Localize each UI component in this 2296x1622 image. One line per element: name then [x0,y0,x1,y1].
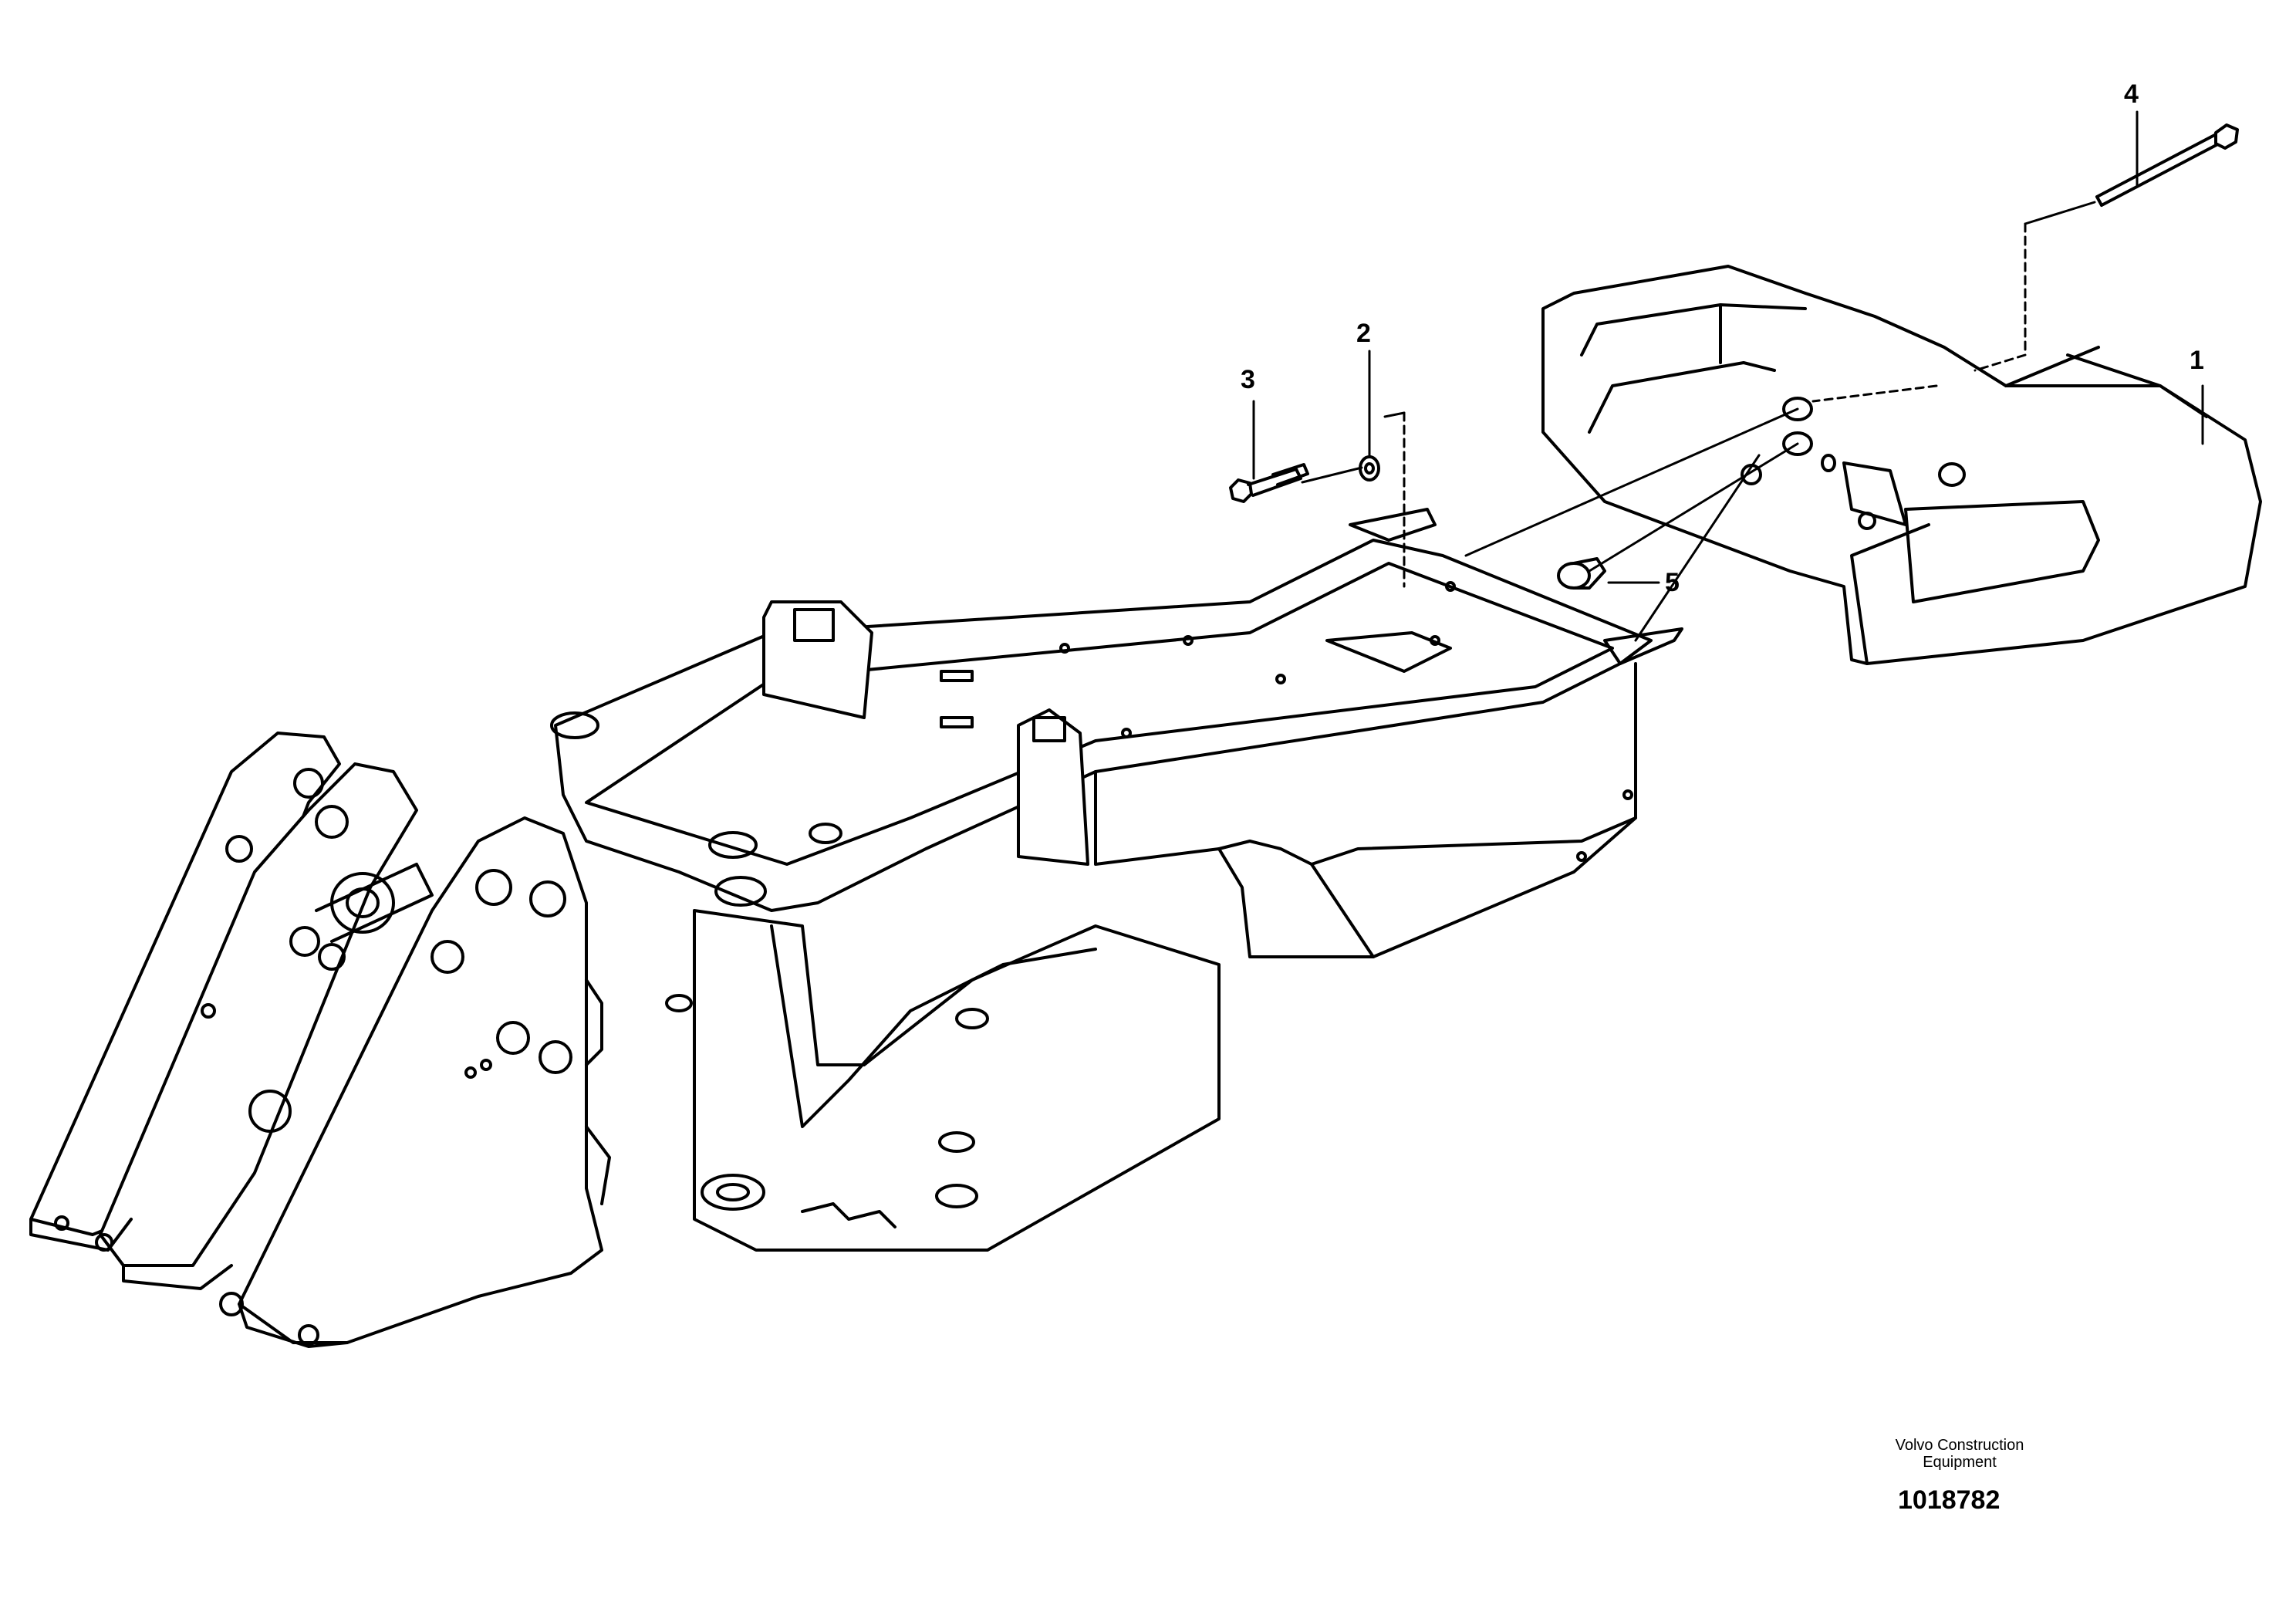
washer-2 [1359,455,1380,482]
credit-line-2: Equipment [1923,1454,1997,1471]
callout-5: 5 [1665,568,1680,597]
counterweight [1541,265,2262,665]
rear-frame [550,508,1683,1252]
callout-1: 1 [2190,346,2204,375]
publisher-credit: Volvo Construction Equipment [1867,1437,2052,1471]
callout-3: 3 [1241,365,1255,394]
bolt-3 [1229,463,1309,503]
bolt-4 [2095,123,2239,207]
credit-line-1: Volvo Construction [1895,1437,2024,1454]
leader-lines [1252,110,2204,642]
drawing-number: 1018782 [1898,1485,2001,1515]
front-frame [29,732,611,1348]
plug-5 [1557,557,1606,590]
callout-2: 2 [1356,319,1371,348]
callout-4: 4 [2124,79,2139,109]
